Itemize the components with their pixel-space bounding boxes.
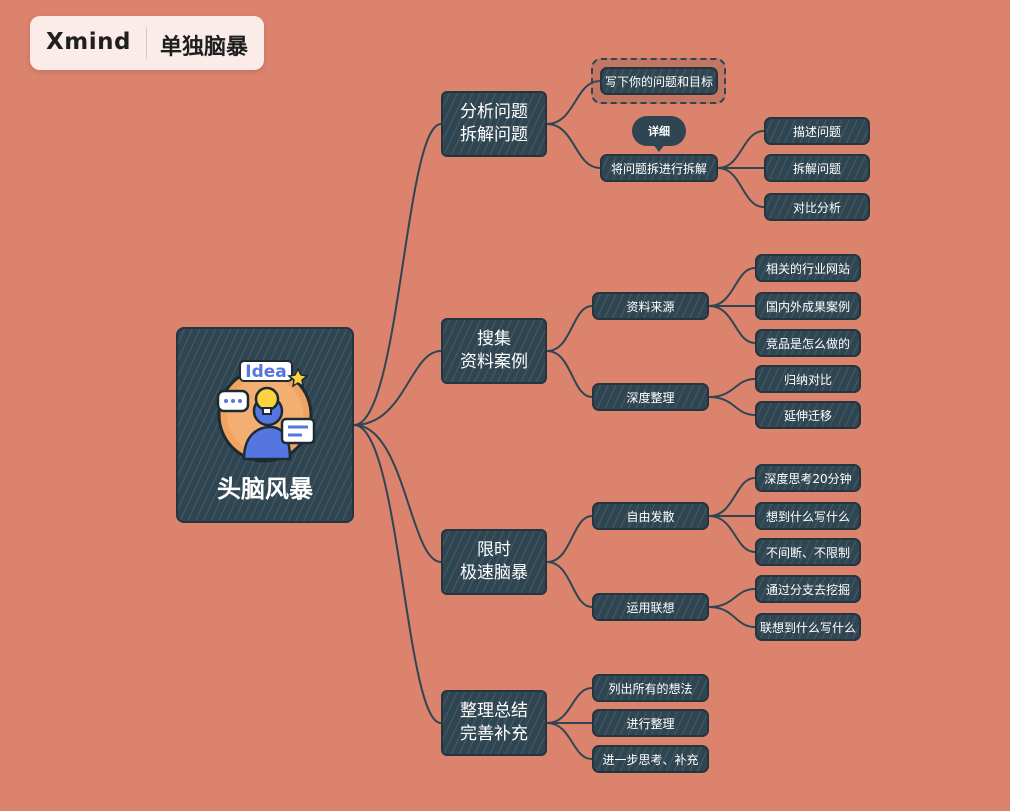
- leaf-extend[interactable]: 延伸迁移: [755, 401, 861, 429]
- main-topic-4-line1: 整理总结: [460, 701, 528, 721]
- leaf-nonstop[interactable]: 不间断、不限制: [755, 538, 861, 566]
- link-b1-s2: [546, 123, 601, 169]
- main-topic-3-line2: 极速脑暴: [460, 563, 528, 583]
- brand-bar: Xmind 单独脑暴: [30, 16, 264, 70]
- leaf-summarize[interactable]: 归纳对比: [755, 365, 861, 393]
- link-b3s1-l1: [708, 477, 756, 517]
- subtopic-list-ideas[interactable]: 列出所有的想法: [592, 674, 709, 702]
- link-b3s1-l3: [708, 515, 756, 553]
- link-b2-s2: [546, 350, 593, 398]
- subtopic-goal[interactable]: 写下你的问题和目标: [600, 67, 718, 95]
- main-topic-2[interactable]: 搜集 资料案例: [441, 318, 547, 384]
- link-root-b2: [353, 350, 442, 426]
- main-topic-3-line1: 限时: [477, 540, 511, 560]
- link-b3-s2: [546, 561, 593, 608]
- subtopic-association[interactable]: 运用联想: [592, 593, 709, 621]
- leaf-write-anything[interactable]: 想到什么写什么: [755, 502, 861, 530]
- link-b2s2-l2: [708, 396, 756, 416]
- root-topic[interactable]: Idea 头脑风暴: [176, 327, 354, 523]
- leaf-industry-sites[interactable]: 相关的行业网站: [755, 254, 861, 282]
- subtopic-organize[interactable]: 进行整理: [592, 709, 709, 737]
- leaf-associate-write[interactable]: 联想到什么写什么: [755, 613, 861, 641]
- link-b1s2-l1: [717, 130, 765, 169]
- main-topic-1-line1: 分析问题: [460, 102, 528, 122]
- link-b2-s1: [546, 305, 593, 352]
- link-b2s1-l3: [708, 305, 756, 344]
- map-title[interactable]: 单独脑暴: [160, 35, 249, 60]
- callout-detail[interactable]: 详细: [632, 116, 686, 146]
- main-topic-2-line1: 搜集: [477, 329, 511, 349]
- main-topic-3[interactable]: 限时 极速脑暴: [441, 529, 547, 595]
- leaf-compare[interactable]: 对比分析: [764, 193, 870, 221]
- leaf-competitors[interactable]: 竞品是怎么做的: [755, 329, 861, 357]
- leaf-think-20[interactable]: 深度思考20分钟: [755, 464, 861, 492]
- main-topic-1-line2: 拆解问题: [460, 125, 528, 145]
- link-b3-s1: [546, 515, 593, 563]
- subtopic-deep-organize[interactable]: 深度整理: [592, 383, 709, 411]
- link-b1-s1: [546, 80, 601, 125]
- main-topic-4[interactable]: 整理总结 完善补充: [441, 690, 547, 756]
- link-root-b3: [353, 424, 442, 563]
- subtopic-sources[interactable]: 资料来源: [592, 292, 709, 320]
- main-topic-1[interactable]: 分析问题 拆解问题: [441, 91, 547, 157]
- leaf-dig-branches[interactable]: 通过分支去挖掘: [755, 575, 861, 603]
- link-b1s2-l3: [717, 167, 765, 208]
- link-b2s1-l1: [708, 267, 756, 307]
- subtopic-further-think[interactable]: 进一步思考、补充: [592, 745, 709, 773]
- subtopic-free-diverge[interactable]: 自由发散: [592, 502, 709, 530]
- main-topic-2-line2: 资料案例: [460, 352, 528, 372]
- app-logo: Xmind: [46, 29, 131, 55]
- link-b3s2-l1: [708, 588, 756, 608]
- idea-badge-text: Idea: [245, 362, 287, 382]
- link-b4-s3: [546, 722, 593, 760]
- leaf-describe[interactable]: 描述问题: [764, 117, 870, 145]
- main-topic-4-line2: 完善补充: [460, 724, 528, 744]
- leaf-cases[interactable]: 国内外成果案例: [755, 292, 861, 320]
- link-b4-s1: [546, 687, 593, 724]
- link-root-b1: [353, 123, 442, 426]
- root-label: 头脑风暴: [217, 474, 313, 503]
- leaf-split[interactable]: 拆解问题: [764, 154, 870, 182]
- subtopic-breakdown[interactable]: 将问题拆进行拆解: [600, 154, 718, 182]
- link-b3s2-l2: [708, 606, 756, 628]
- callout-tail: [652, 143, 666, 152]
- link-root-b4: [353, 424, 442, 724]
- link-b2s2-l1: [708, 378, 756, 398]
- idea-illustration-icon: Idea: [216, 359, 316, 462]
- brand-divider: [146, 27, 147, 59]
